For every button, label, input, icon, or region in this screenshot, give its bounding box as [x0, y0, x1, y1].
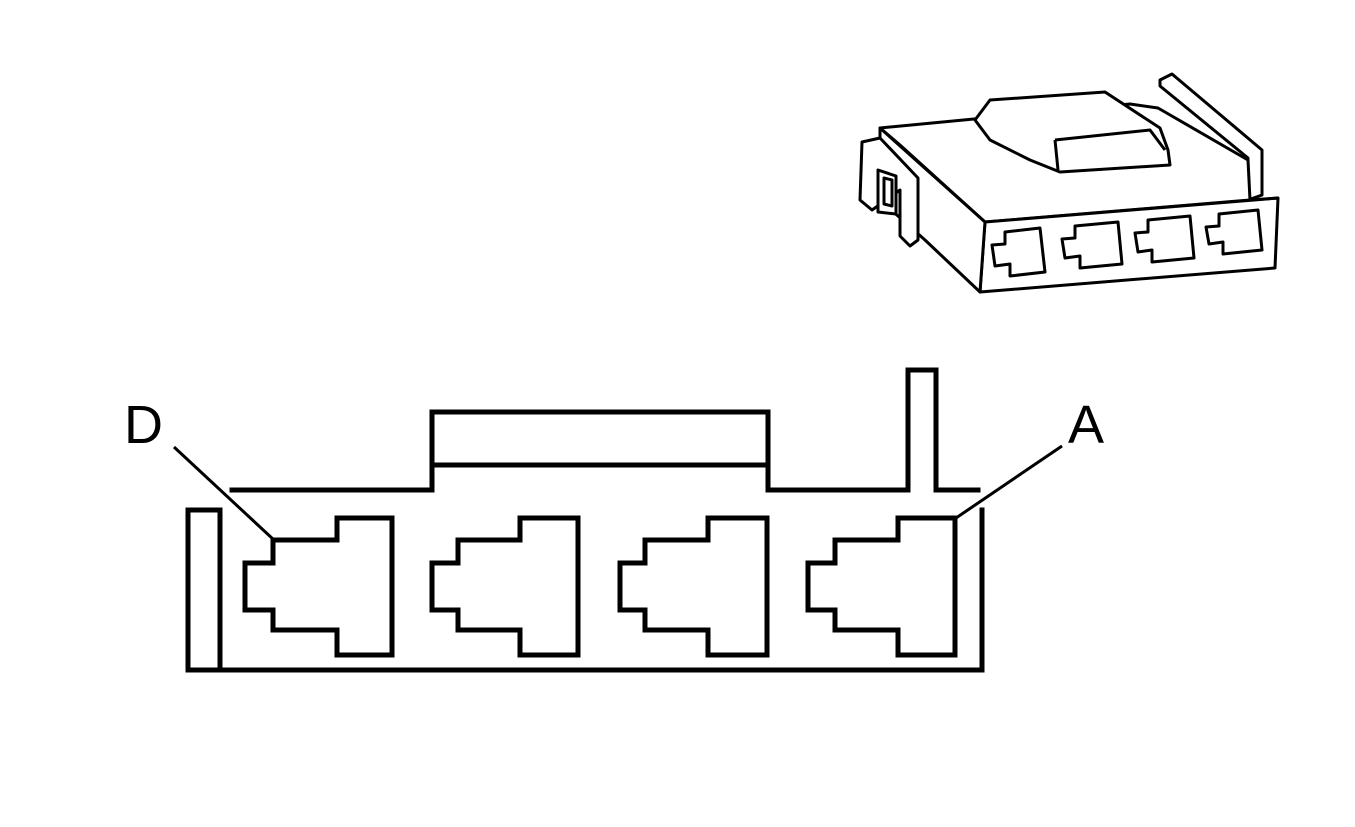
- connector-locking-tab: [973, 90, 1172, 174]
- cavity-b: [617, 515, 770, 658]
- cavity-d: [242, 515, 395, 658]
- connector-face-outline: [185, 507, 985, 673]
- connector-left-wall: [185, 507, 223, 673]
- iso-cavity-d: [990, 226, 1047, 278]
- pin-label-d: D: [124, 395, 163, 455]
- leader-line-a: [955, 444, 1063, 520]
- connector-front-view: [185, 367, 985, 673]
- connector-isometric-view: [858, 72, 1280, 294]
- cavity-c: [429, 515, 581, 658]
- iso-cavity-b: [1133, 214, 1196, 264]
- iso-cavity-a: [1204, 208, 1264, 256]
- connector-rear-latch: [1158, 72, 1264, 202]
- leader-line-d: [172, 445, 276, 542]
- iso-cavity-c: [1060, 220, 1124, 270]
- cavity-a: [805, 515, 958, 658]
- connector-top-edge: [229, 367, 981, 493]
- pin-label-a: A: [1068, 395, 1104, 455]
